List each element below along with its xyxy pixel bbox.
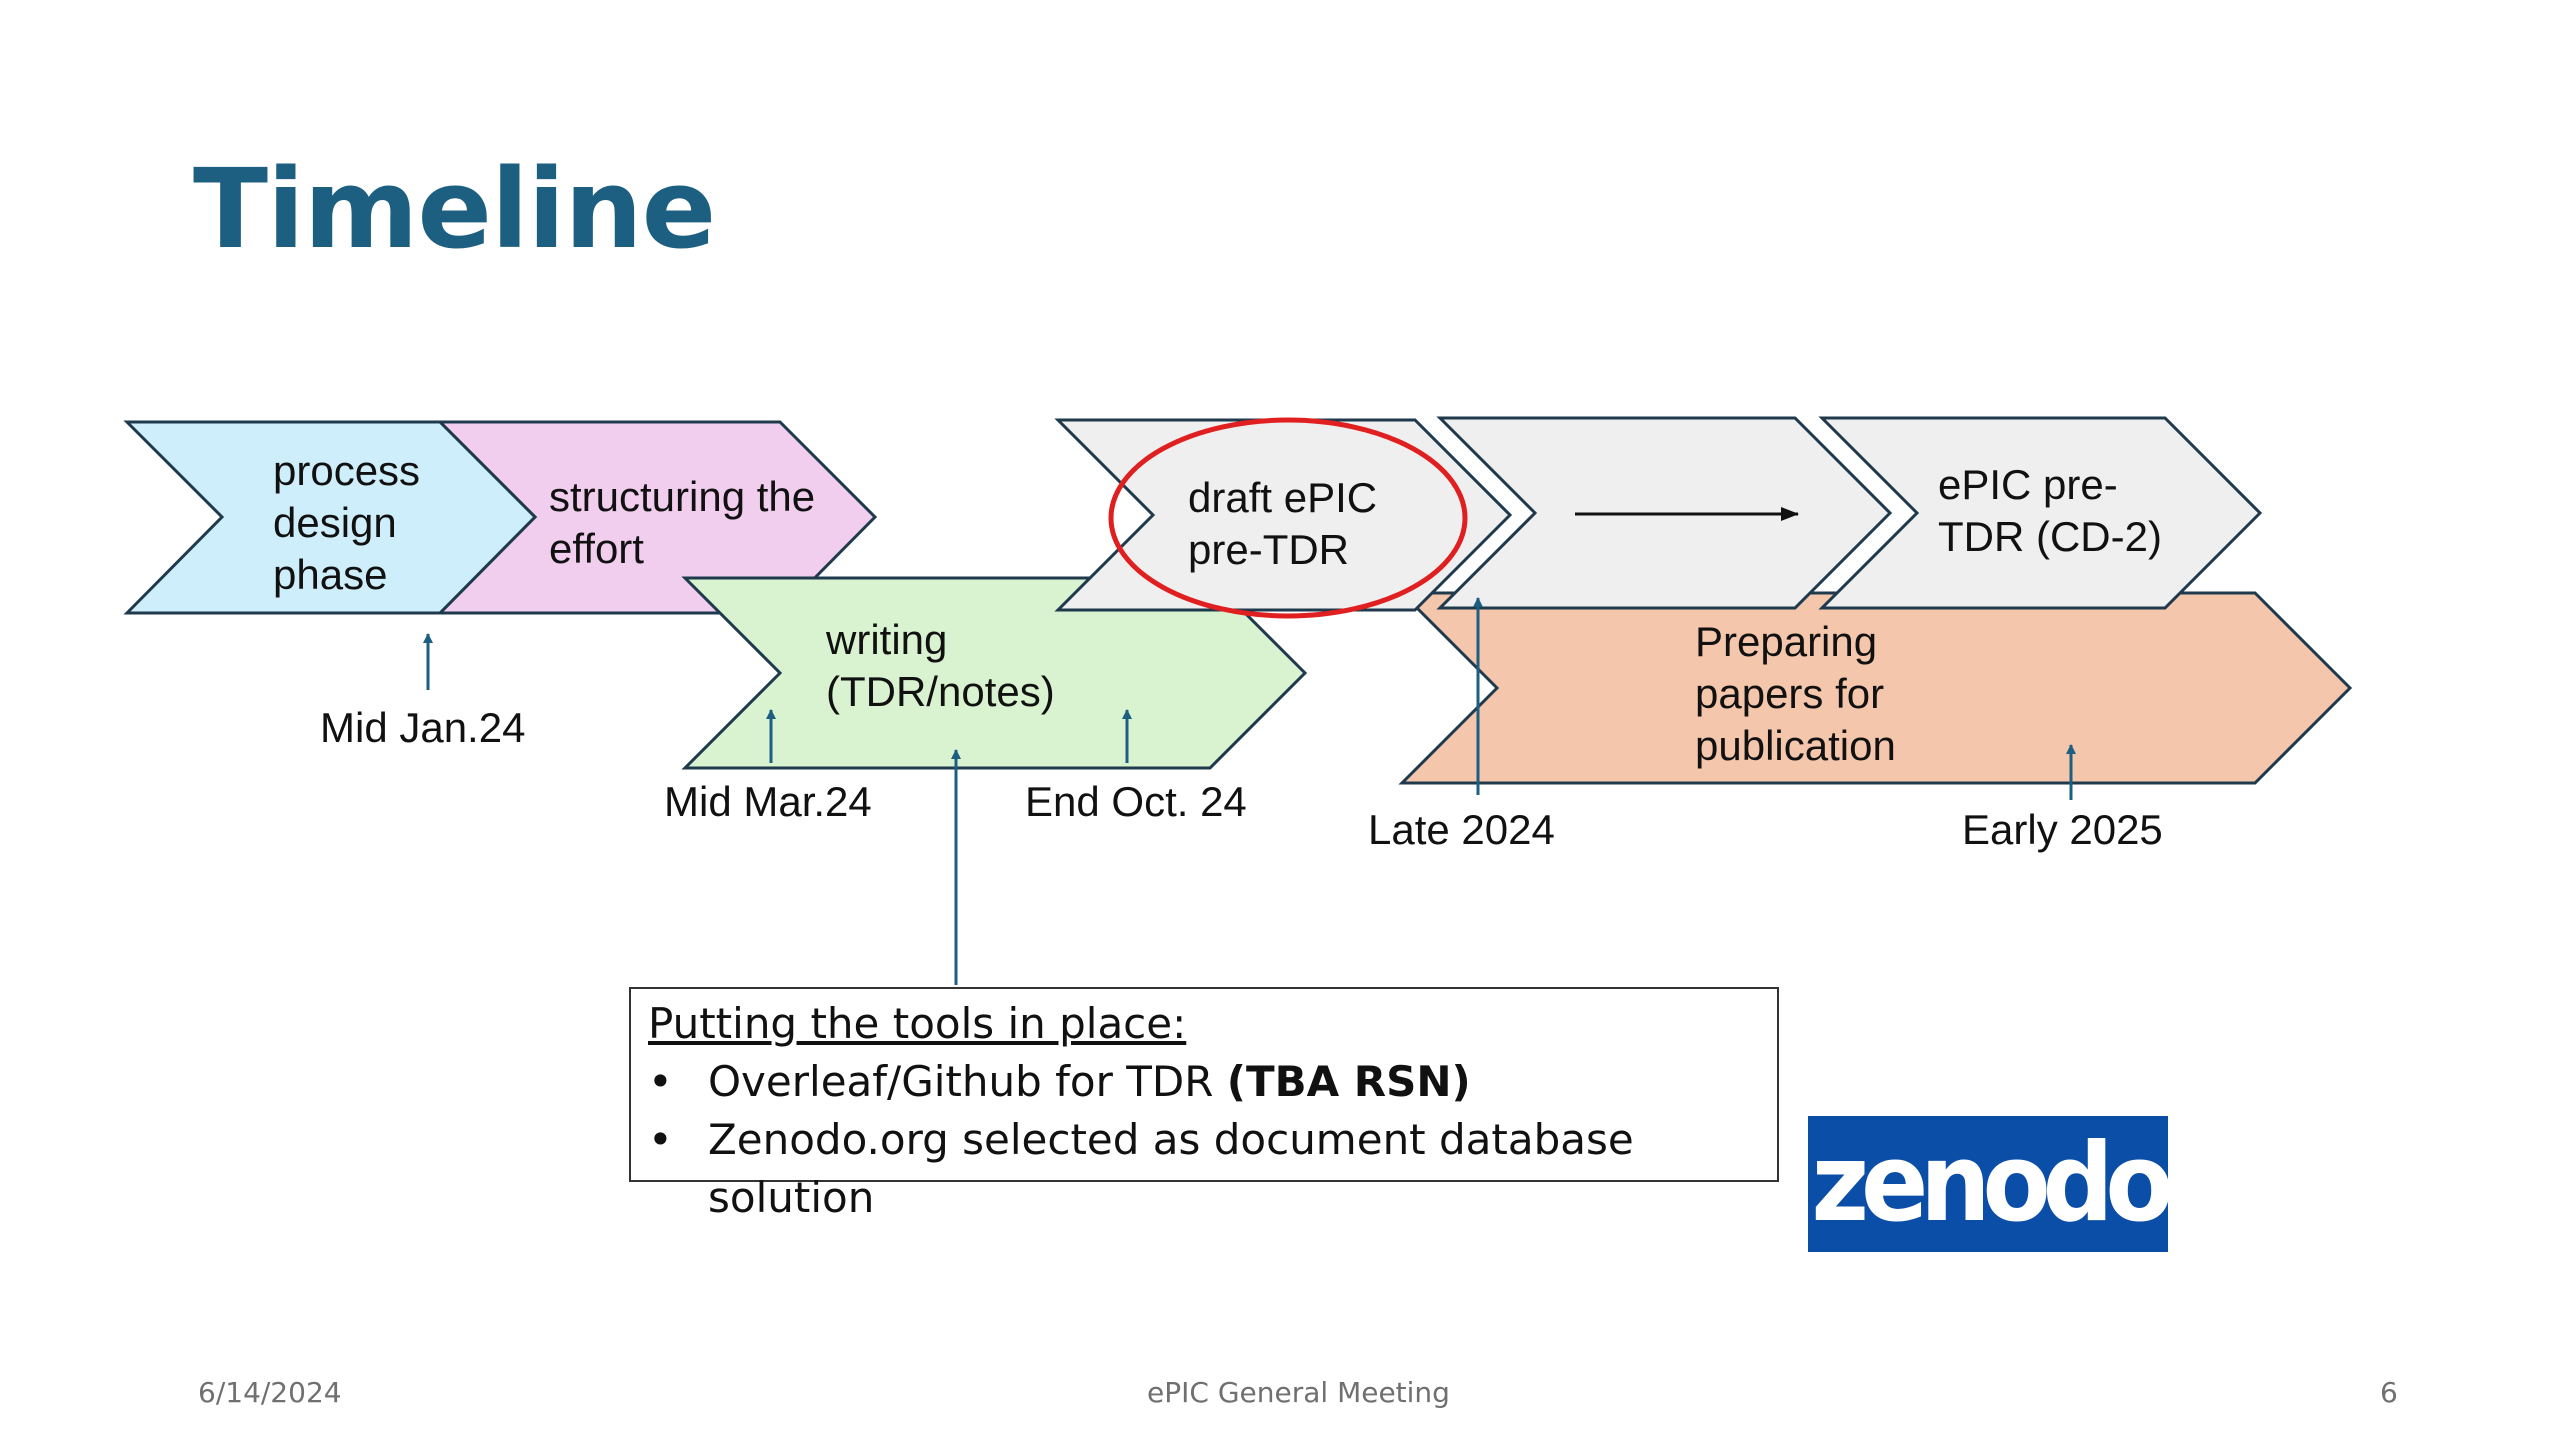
stage-label-writing: writing (TDR/notes)	[825, 616, 1055, 715]
bullet: •	[648, 1057, 673, 1106]
milestone-mid-mar: Mid Mar.24	[664, 778, 872, 825]
tools-item-zenodo: • Zenodo.org selected as document databa…	[648, 1111, 1748, 1227]
stage-chevron-draft	[1054, 418, 1513, 612]
tools-item-zenodo-text: Zenodo.org selected as document database…	[708, 1115, 1634, 1222]
footer-page-number: 6	[2380, 1376, 2398, 1409]
footer-event: ePIC General Meeting	[1147, 1376, 1450, 1409]
tools-item-overleaf-text: Overleaf/Github for TDR	[708, 1057, 1227, 1106]
zenodo-logo: zenodo	[1808, 1116, 2173, 1252]
tools-box-text: Putting the tools in place: • Overleaf/G…	[648, 995, 1748, 1227]
stage-label-draft: draft ePIC pre-TDR	[1188, 474, 1389, 573]
stage-chevron-process-design	[123, 420, 538, 615]
stage-chevron-preparing-papers	[1398, 591, 2353, 785]
bullet: •	[648, 1115, 673, 1164]
stage-label-structuring: structuring the effort	[549, 473, 827, 572]
stage-label-pre-tdr-cd2: ePIC pre- TDR (CD-2)	[1938, 461, 2162, 560]
milestone-early-2025: Early 2025	[1962, 806, 2163, 853]
draft-highlight-circle	[1108, 417, 1468, 619]
milestone-late-2024: Late 2024	[1368, 806, 1555, 853]
stage-label-process-design: process design phase	[273, 447, 432, 598]
zenodo-logo-text: zenodo	[1811, 1121, 2173, 1246]
tools-heading: Putting the tools in place:	[648, 999, 1187, 1048]
stage-label-preparing-papers: Preparing papers for publication	[1695, 618, 1896, 769]
tools-box	[629, 987, 1779, 1182]
tools-item-overleaf-bold: (TBA RSN)	[1226, 1057, 1471, 1106]
slide-title: Timeline	[193, 145, 716, 273]
milestone-end-oct: End Oct. 24	[1025, 778, 1247, 825]
stage-chevron-pre-tdr-cd2	[1818, 416, 2263, 610]
milestone-mid-jan: Mid Jan.24	[320, 704, 525, 751]
footer-date: 6/14/2024	[198, 1376, 342, 1409]
tools-item-overleaf: • Overleaf/Github for TDR (TBA RSN)	[648, 1053, 1748, 1111]
